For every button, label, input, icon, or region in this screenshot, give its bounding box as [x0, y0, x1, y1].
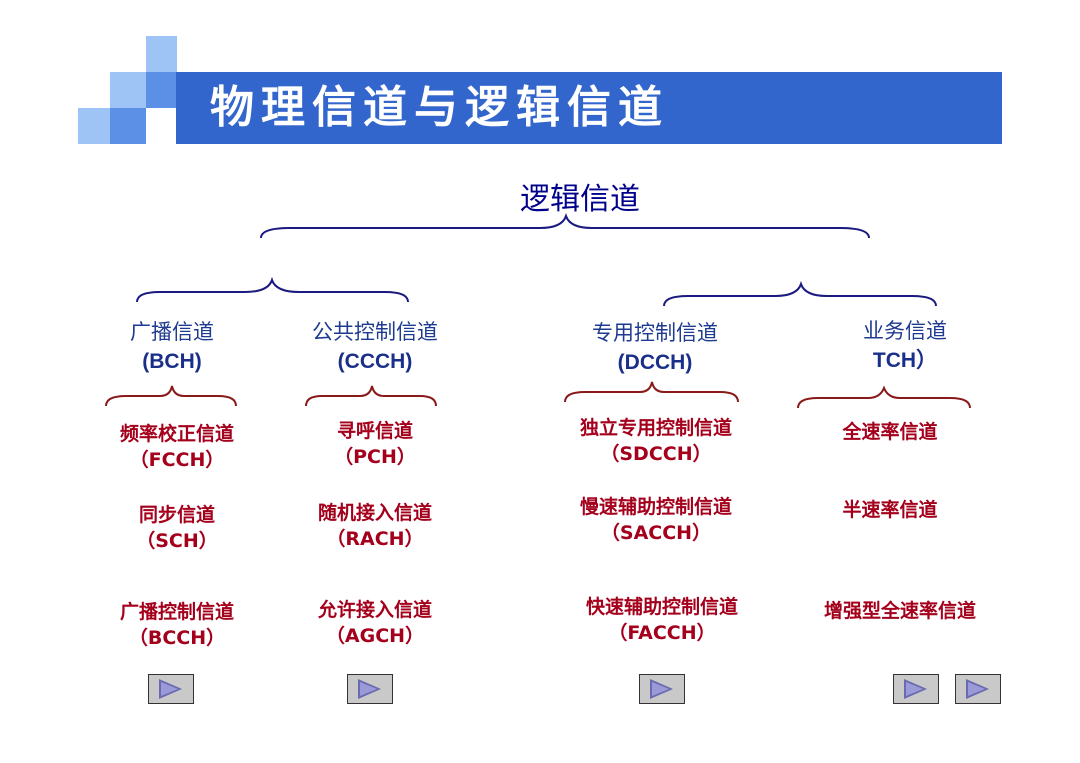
channel-code: （AGCH）	[325, 625, 425, 647]
play-icon-inner	[968, 682, 985, 696]
category-tch: 业务信道 TCH）	[820, 316, 990, 376]
channel-name: 全速率信道	[842, 421, 938, 443]
channel-name: 独立专用控制信道	[579, 417, 732, 439]
channel-sch: 同步信道 （SCH）	[92, 502, 262, 554]
channel-name: 半速率信道	[842, 499, 938, 521]
channel-full-rate: 全速率信道	[800, 419, 980, 445]
root-label: 逻辑信道	[520, 182, 640, 217]
category-dcch: 专用控制信道 (DCCH)	[565, 318, 745, 378]
play-button-tch-1[interactable]	[893, 674, 939, 704]
channel-name: 快速辅助控制信道	[585, 596, 738, 618]
channel-code: （RACH）	[326, 528, 424, 550]
deco-square	[110, 72, 146, 108]
category-name: 广播信道	[130, 320, 214, 344]
deco-square	[146, 72, 177, 108]
category-name: 专用控制信道	[592, 321, 718, 345]
play-button-dcch[interactable]	[639, 674, 685, 704]
channel-code: （FCCH）	[129, 449, 225, 471]
category-code: (CCCH)	[337, 350, 413, 373]
channel-code: （SDCCH）	[600, 443, 712, 465]
brace-dcch	[564, 381, 739, 403]
channel-facch: 快速辅助控制信道 （FACCH）	[562, 594, 762, 646]
category-name: 公共控制信道	[312, 320, 438, 344]
play-icon-inner	[360, 682, 377, 696]
channel-code: （SACCH）	[600, 522, 712, 544]
channel-sacch: 慢速辅助控制信道 （SACCH）	[556, 494, 756, 546]
channel-name: 同步信道	[138, 504, 215, 526]
channel-code: （PCH）	[334, 446, 416, 468]
title-bar	[176, 72, 1002, 144]
category-code: TCH）	[872, 349, 938, 372]
channel-name: 广播控制信道	[119, 601, 234, 623]
brace-dedicated	[663, 280, 937, 307]
channel-code: （BCCH）	[128, 627, 226, 649]
play-button-tch-2[interactable]	[955, 674, 1001, 704]
page-title: 物理信道与逻辑信道	[210, 82, 669, 133]
channel-pch: 寻呼信道 （PCH）	[290, 418, 460, 470]
play-icon-inner	[906, 682, 923, 696]
channel-sdcch: 独立专用控制信道 （SDCCH）	[556, 415, 756, 467]
category-code: (DCCH)	[617, 351, 693, 374]
channel-bcch: 广播控制信道 （BCCH）	[92, 599, 262, 651]
channel-name: 允许接入信道	[317, 599, 432, 621]
category-name: 业务信道	[863, 319, 947, 343]
brace-root	[260, 212, 870, 239]
category-code: (BCH)	[142, 350, 202, 373]
channel-code: （FACCH）	[608, 622, 716, 644]
channel-code: （SCH）	[136, 530, 218, 552]
channel-enhanced-full-rate: 增强型全速率信道	[800, 598, 1000, 624]
channel-half-rate: 半速率信道	[800, 497, 980, 523]
play-button-bch[interactable]	[148, 674, 194, 704]
channel-name: 频率校正信道	[119, 423, 234, 445]
play-button-ccch[interactable]	[347, 674, 393, 704]
brace-ccch	[305, 385, 437, 407]
deco-square	[78, 108, 110, 144]
play-icon-inner	[652, 682, 669, 696]
play-icon-inner	[161, 682, 178, 696]
channel-name: 增强型全速率信道	[823, 600, 976, 622]
brace-tch	[797, 385, 971, 409]
channel-agch: 允许接入信道 （AGCH）	[290, 597, 460, 649]
channel-name: 慢速辅助控制信道	[579, 496, 732, 518]
channel-name: 寻呼信道	[336, 420, 413, 442]
channel-rach: 随机接入信道 （RACH）	[290, 500, 460, 552]
brace-bch	[105, 385, 237, 407]
deco-square	[110, 108, 146, 144]
category-bch: 广播信道 (BCH)	[92, 317, 252, 377]
brace-common	[136, 276, 409, 303]
category-ccch: 公共控制信道 (CCCH)	[285, 317, 465, 377]
channel-fcch: 频率校正信道 （FCCH）	[92, 421, 262, 473]
deco-square	[146, 36, 177, 72]
channel-name: 随机接入信道	[317, 502, 432, 524]
